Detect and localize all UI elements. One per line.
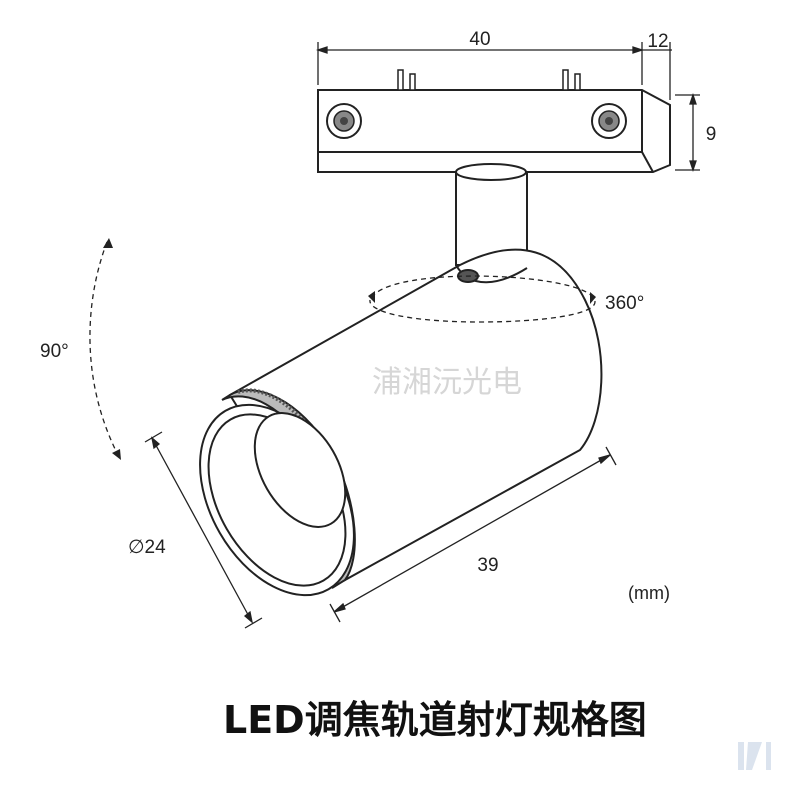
contact-pins (397, 69, 581, 91)
watermark-text: 浦湘沅光电 (372, 365, 522, 400)
tilt-arrow (89, 238, 121, 460)
track-adapter (317, 89, 671, 173)
diameter-label: ∅24 (128, 537, 166, 558)
magnet-right (591, 103, 627, 139)
dim-base-height (675, 92, 700, 173)
stem (455, 163, 528, 266)
rotation-angle-label: 360° (605, 293, 644, 314)
unit-label: (mm) (628, 583, 670, 603)
dim-diameter (144, 431, 263, 629)
dim-base-depth (642, 42, 672, 100)
diagram-title: LED调焦轨道射灯规格图 (223, 698, 647, 742)
corner-logo-icon (738, 742, 771, 770)
magnet-left (326, 103, 362, 139)
lens-opening (199, 403, 355, 597)
dim-base-width-label: 40 (469, 29, 490, 50)
dim-base-width (315, 42, 645, 85)
rotation-arrow (368, 275, 596, 323)
dim-base-height-label: 9 (706, 124, 717, 145)
dim-base-depth-label: 12 (647, 31, 668, 52)
tilt-angle-label: 90° (40, 341, 69, 362)
body-length-label: 39 (477, 555, 498, 576)
dim-body-length (329, 446, 617, 623)
